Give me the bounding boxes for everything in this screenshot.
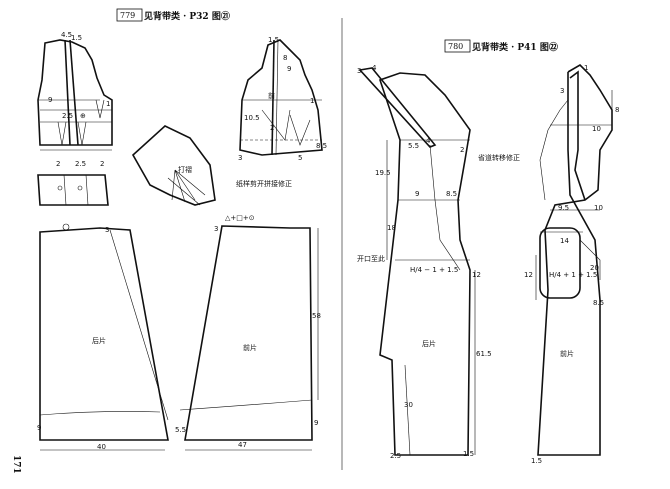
label-dart-1: 1 <box>106 100 110 108</box>
skirt-back-piece <box>39 227 169 451</box>
r-w-85: 8.5 <box>446 190 457 198</box>
skirt-hem-9a: 9 <box>37 424 41 432</box>
label-bust-mark: ⊕ <box>80 112 86 120</box>
skirt-label-3a: 3 <box>105 226 109 234</box>
front-label-top-a: 1.5 <box>268 36 279 44</box>
label-bottom-2a: 2 <box>56 160 60 168</box>
skirt-hem-47: 47 <box>238 441 247 449</box>
dress-front-piece <box>535 63 613 456</box>
f-formula-right: H/4 + 1 + 1.5 <box>549 271 597 279</box>
f-10b: 10 <box>594 204 603 212</box>
label-width-9: 9 <box>48 96 52 104</box>
skirt-front-piece <box>179 225 319 451</box>
r-h-18: 18 <box>387 224 396 232</box>
bodice-back-draft <box>37 39 113 151</box>
cut-spread-piece <box>131 125 216 206</box>
skirt-hem-40: 40 <box>97 443 106 451</box>
r-top-3: 3 <box>357 67 361 75</box>
page-number: 171 <box>11 455 21 474</box>
front-label-105: 10.5 <box>244 114 260 122</box>
section-779-header: 779 见背带类 · P32 图㉑ <box>116 8 230 22</box>
r-w-4: 4 <box>426 137 431 145</box>
skirt-back-label: 后片 <box>92 336 106 345</box>
waistband-piece <box>37 174 109 231</box>
skirt-front-label: 前片 <box>243 343 257 352</box>
r-len-615: 61.5 <box>476 350 492 358</box>
section-779-number: 779 <box>120 11 135 20</box>
section-779-number-box <box>116 8 143 22</box>
skirt-len-58: 58 <box>312 312 321 320</box>
f-20: 20 <box>590 264 599 272</box>
r-w-55: 5.5 <box>408 142 419 150</box>
f-95: 9.5 <box>558 204 569 212</box>
front-label-5: 5 <box>298 154 302 162</box>
section-780-number: 780 <box>448 42 463 51</box>
bodice-front-draft <box>239 39 323 156</box>
r-w-2: 2 <box>460 146 464 154</box>
f-pocket-14: 14 <box>560 237 569 245</box>
front-label-2: 2 <box>270 124 274 132</box>
r-note-780: 省道转移修正 <box>478 153 520 162</box>
f-10a: 10 <box>592 125 601 133</box>
r-w-9: 9 <box>415 190 419 198</box>
skirt-hem-9b: 9 <box>314 419 318 427</box>
r-h-195: 19.5 <box>375 169 391 177</box>
r-slit-30: 30 <box>404 401 413 409</box>
section-779-title: 见背带类 · P32 图㉑ <box>144 10 230 22</box>
front-label-1: 1 <box>310 97 314 105</box>
skirt-hem-55: 5.5 <box>175 426 186 434</box>
label-bottom-2b: 2 <box>100 160 104 168</box>
r-12: 12 <box>472 271 481 279</box>
label-top-b: 1.5 <box>71 34 82 42</box>
f-15: 1.5 <box>531 457 542 465</box>
f-85: 8.5 <box>593 299 604 307</box>
section-780-header: 780 见背带类 · P41 图㉒ <box>444 39 558 53</box>
f-8: 8 <box>615 106 619 114</box>
label-top-a: 4.5 <box>61 31 72 39</box>
skirt-label-3b: 3 <box>214 225 218 233</box>
section-780-number-box <box>444 39 471 53</box>
front-label-top-b: 8 <box>283 54 287 62</box>
front-label-top-c: 9 <box>287 65 291 73</box>
r-top-4: 4 <box>372 64 377 72</box>
r-slit-label: 开口至此 <box>357 254 385 263</box>
label-note-779: 纸样剪开拼接修正 <box>236 179 292 188</box>
label-dart-25: 2.5 <box>62 112 73 120</box>
dress-back-piece <box>358 67 476 456</box>
r-hem-15: 1.5 <box>463 450 474 458</box>
r-formula-left: H/4 − 1 + 1.5 <box>410 266 458 274</box>
front-label-85: 8.5 <box>316 142 327 150</box>
f-3: 3 <box>560 87 564 95</box>
label-dart-close: 打褶 <box>178 165 192 174</box>
r-hem-25: 2.5 <box>390 452 401 460</box>
front-label: 前 <box>268 91 275 100</box>
f-1: 1 <box>584 64 588 72</box>
f-front-piece-label: 前片 <box>560 349 574 358</box>
f-12: 12 <box>524 271 533 279</box>
section-780-title: 见背带类 · P41 图㉒ <box>472 41 558 53</box>
front-label-3: 3 <box>238 154 242 162</box>
label-bottom-25: 2.5 <box>75 160 86 168</box>
r-back-piece-label: 后片 <box>422 339 436 348</box>
skirt-top-formula: △+□+⊙ <box>225 214 255 222</box>
